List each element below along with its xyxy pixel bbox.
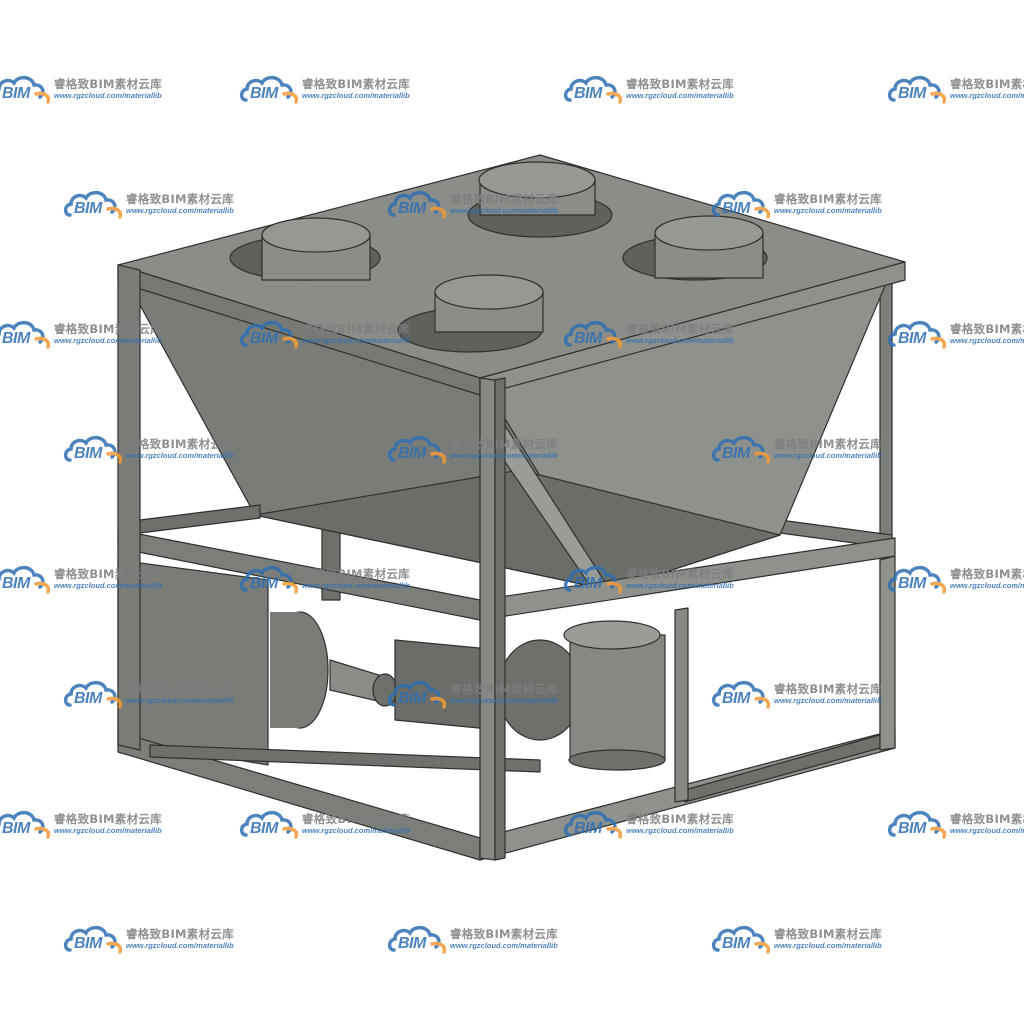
top-ports [229, 161, 768, 353]
frame-bottom [117, 729, 896, 861]
frame-posts [117, 264, 896, 861]
top-cover [117, 154, 906, 396]
motor-assembly [117, 559, 666, 771]
